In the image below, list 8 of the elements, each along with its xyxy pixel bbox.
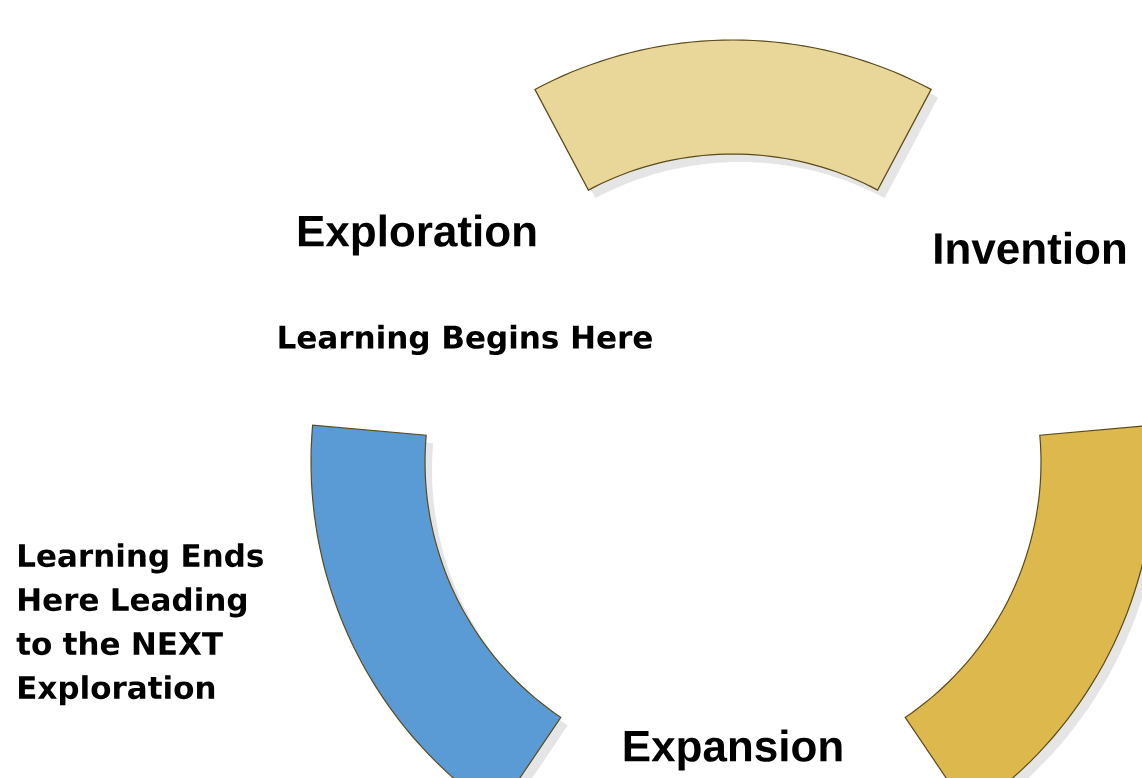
- arc-segment: [904, 424, 1142, 778]
- stage-label: Expansion: [624, 729, 842, 771]
- arc-segment: [534, 39, 939, 199]
- stage-label: Invention: [935, 231, 1126, 265]
- stage-label: Exploration: [298, 214, 536, 256]
- stage-label: Learning Ends Here Leading to the NEXT Exploration: [16, 543, 263, 706]
- stage-label: Learning Begins Here: [279, 324, 652, 356]
- arc-segment: [310, 424, 568, 778]
